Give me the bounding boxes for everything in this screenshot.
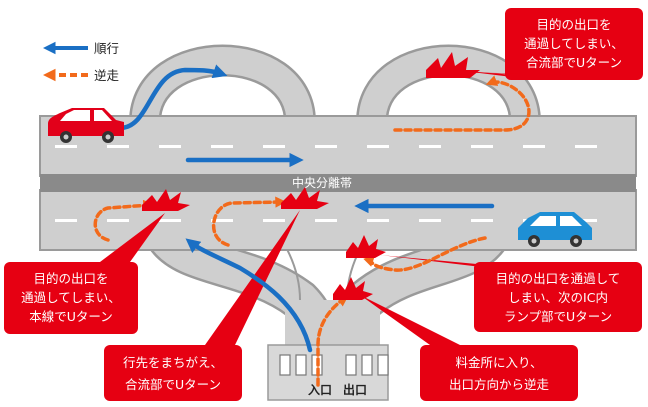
collision-icon-mainline bbox=[142, 189, 190, 211]
forward-arrow-car-path bbox=[117, 64, 228, 131]
reverse-arrow-next-ic bbox=[363, 236, 487, 272]
callout-c1-line-1: 目的の出口を bbox=[536, 17, 611, 32]
callout-c4-line-1: 行先をまちがえ、 bbox=[123, 355, 223, 370]
blue-car-icon bbox=[518, 212, 592, 247]
callout-c2-line-3: 本線でUターン bbox=[29, 309, 113, 324]
toll-booth bbox=[267, 344, 389, 401]
callout-c1-line-2: 通過してしまい、 bbox=[524, 36, 624, 51]
callout-c5-line-2: 出口方向から逆走 bbox=[449, 377, 550, 392]
lane-markings-upper bbox=[55, 145, 597, 148]
median-label: 中央分離帯 bbox=[292, 175, 352, 190]
callout-c2-line-2: 通過してしまい、 bbox=[21, 290, 121, 305]
callout-c2: 目的の出口を 通過してしまい、 本線でUターン bbox=[4, 213, 165, 334]
collision-icon-next-ic bbox=[346, 235, 386, 258]
legend-forward-label: 順行 bbox=[94, 41, 119, 56]
collision-burst-icons bbox=[142, 52, 480, 300]
toll-entrance-label: 入口 bbox=[308, 383, 332, 397]
collision-icon-loop-right bbox=[426, 52, 480, 78]
legend-reverse-label: 逆走 bbox=[94, 68, 120, 83]
callout-c4-line-2: 合流部でUターン bbox=[125, 377, 221, 392]
legend-forward: 順行 bbox=[42, 41, 119, 56]
reverse-arrow-merge-uturn bbox=[211, 196, 287, 247]
loop-ramp-left bbox=[129, 44, 316, 124]
toll-exit-label: 出口 bbox=[343, 382, 367, 397]
lower-ramps bbox=[147, 222, 508, 355]
reverse-arrows bbox=[93, 75, 531, 387]
callout-c1-line-3: 合流部でUターン bbox=[526, 55, 622, 70]
legend: 順行 逆走 bbox=[42, 41, 120, 83]
forward-arrows bbox=[117, 64, 495, 353]
legend-reverse: 逆走 bbox=[42, 68, 120, 83]
callout-c5-line-1: 料金所に入り、 bbox=[455, 355, 542, 370]
callout-c3-line-1: 目的の出口を通過して bbox=[496, 271, 621, 286]
forward-arrow-entrance-ramp bbox=[185, 238, 313, 353]
callout-c3-line-2: しまい、次のIC内 bbox=[508, 290, 608, 305]
callout-c3-line-3: ランプ部でUターン bbox=[504, 309, 612, 324]
reverse-arrow-toll-booth bbox=[316, 295, 349, 387]
callout-c1: 目的の出口を 通過してしまい、 合流部でUターン bbox=[452, 8, 643, 80]
reverse-arrow-loop-right bbox=[393, 75, 531, 132]
collision-icon-merge bbox=[281, 187, 329, 209]
callout-c3: 目的の出口を通過して しまい、次のIC内 ランプ部でUターン bbox=[380, 255, 642, 332]
collision-icon-toll bbox=[333, 277, 373, 300]
central-median bbox=[40, 174, 636, 192]
reverse-arrow-mainline-uturn bbox=[93, 199, 155, 242]
red-car-icon bbox=[48, 108, 124, 143]
callout-c5: 料金所に入り、 出口方向から逆走 bbox=[360, 295, 578, 401]
callout-c2-line-1: 目的の出口を bbox=[33, 271, 108, 286]
